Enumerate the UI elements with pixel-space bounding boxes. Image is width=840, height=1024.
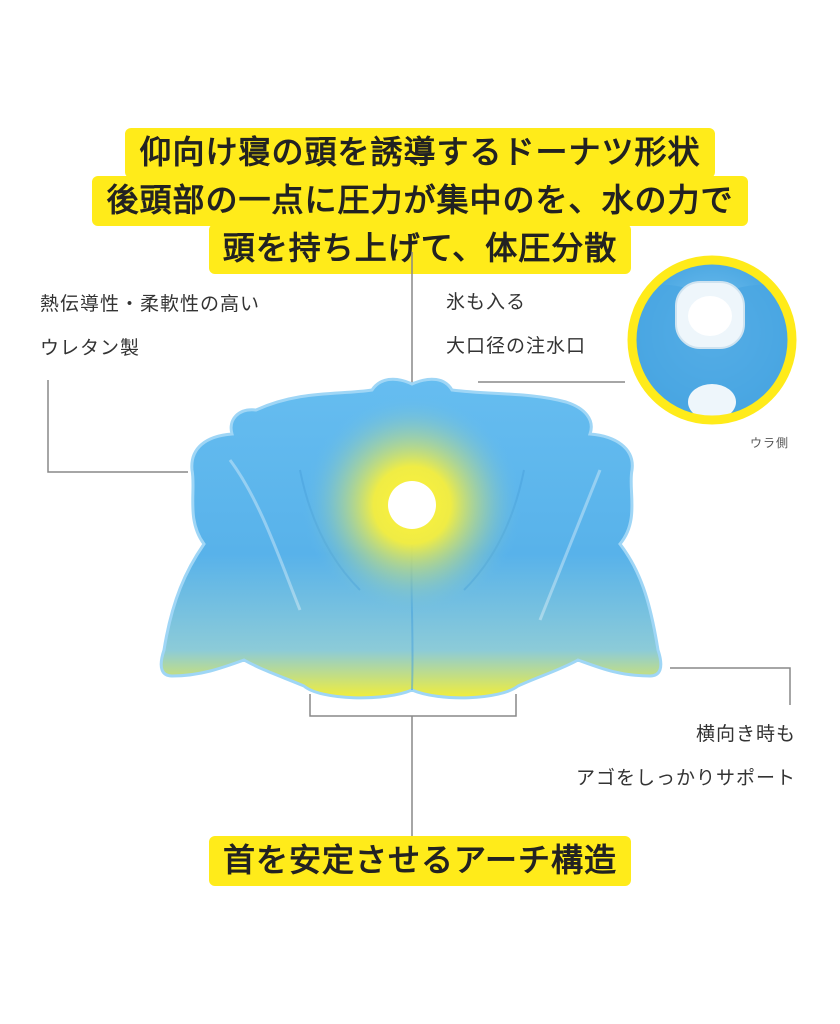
- headline-top-line-2: 後頭部の一点に圧力が集中のを、水の力で: [92, 176, 748, 226]
- headline-bottom: 首を安定させるアーチ構造: [0, 836, 840, 886]
- label-inlet-line-1: 氷も入る: [446, 291, 527, 313]
- inlet-inset: [627, 255, 797, 425]
- label-material-line-2: ウレタン製: [40, 337, 141, 359]
- inlet-nub: [688, 384, 736, 420]
- label-side-line-1: 横向き時も: [695, 723, 796, 745]
- label-inlet-line-2: 大口径の注水口: [446, 335, 587, 357]
- label-inlet: 氷も入る 大口径の注水口: [446, 280, 586, 368]
- label-material-line-1: 熱伝導性・柔軟性の高い: [40, 293, 261, 315]
- headline-top-line-1: 仰向け寝の頭を誘導するドーナツ形状: [125, 128, 715, 178]
- headline-bottom-text: 首を安定させるアーチ構造: [208, 836, 632, 886]
- donut-hole: [388, 481, 436, 529]
- bracket-arch: [309, 694, 517, 717]
- label-side: 横向き時も アゴをしっかりサポート: [576, 712, 796, 800]
- label-side-line-2: アゴをしっかりサポート: [575, 767, 796, 789]
- headline-top: 仰向け寝の頭を誘導するドーナツ形状 後頭部の一点に圧力が集中のを、水の力で 頭を…: [0, 128, 840, 274]
- highlight-left: [228, 459, 302, 611]
- leader-line-material: [47, 380, 188, 473]
- label-material: 熱伝導性・柔軟性の高い ウレタン製: [40, 282, 260, 370]
- highlight-right: [538, 469, 602, 621]
- inlet-caption: ウラ側: [750, 436, 790, 450]
- headline-top-line-3: 頭を持ち上げて、体圧分散: [208, 224, 632, 274]
- leader-line-side: [670, 667, 791, 705]
